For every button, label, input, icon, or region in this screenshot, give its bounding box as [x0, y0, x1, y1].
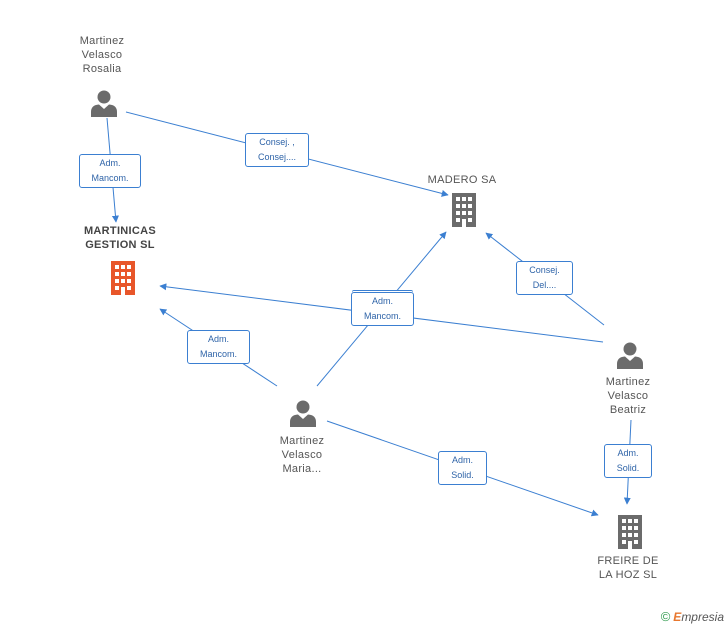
edge-label-line: Del.... — [532, 280, 557, 290]
node-label-line: Maria... — [282, 463, 322, 475]
node-label-madero[interactable]: MADERO SA — [412, 173, 512, 187]
edge-label-rosalia-madero[interactable]: Consej. , Consej.... — [245, 133, 309, 167]
node-label-beatriz[interactable]: Martinez Velasco Beatriz — [580, 375, 676, 417]
node-label-line: GESTION SL — [85, 239, 155, 251]
edge-label-line: Adm. — [99, 158, 121, 168]
building-icon[interactable] — [111, 261, 135, 295]
node-label-line: Velasco — [607, 390, 649, 402]
node-label-martinicas[interactable]: MARTINICAS GESTION SL — [60, 224, 180, 252]
footer-brand: ©Empresia — [661, 609, 724, 624]
node-label-line: Martinez — [279, 435, 325, 447]
edge-label-maria-martinicas[interactable]: Adm. Mancom. — [187, 330, 250, 364]
brand-logo-initial: E — [673, 610, 682, 624]
person-icon[interactable] — [91, 90, 117, 118]
edge-label-line: Adm. — [207, 334, 229, 344]
edge-label-beatriz-freire[interactable]: Adm. Solid. — [604, 444, 652, 478]
edge-label-center-stack[interactable]: Adm. Mancom. — [351, 292, 414, 326]
node-label-line: Martinez — [605, 376, 651, 388]
node-label-line: Beatriz — [609, 404, 647, 416]
edge-label-line: Consej.... — [257, 152, 297, 162]
person-icon[interactable] — [617, 342, 643, 370]
node-label-line: MARTINICAS — [83, 225, 157, 237]
person-icon[interactable] — [290, 400, 316, 428]
edge-label-rosalia-martinicas[interactable]: Adm. Mancom. — [79, 154, 141, 188]
node-label-line: MADERO SA — [427, 174, 497, 186]
edge-label-line: Adm. — [451, 455, 473, 465]
copyright-symbol: © — [660, 609, 671, 624]
edge-label-line: Solid. — [616, 463, 640, 473]
node-label-freire[interactable]: FREIRE DE LA HOZ SL — [578, 554, 678, 582]
node-label-line: FREIRE DE — [597, 555, 659, 567]
node-label-line: LA HOZ SL — [598, 569, 658, 581]
brand-logo-text: mpresia — [681, 610, 724, 624]
node-label-maria[interactable]: Martinez Velasco Maria... — [254, 434, 350, 476]
node-label-line: Velasco — [281, 449, 323, 461]
edge-label-line: Mancom. — [91, 173, 129, 183]
edge-label-beatriz-madero[interactable]: Consej. Del.... — [516, 261, 573, 295]
node-label-rosalia[interactable]: Martinez Velasco Rosalia — [54, 34, 150, 76]
edge-label-line: Adm. — [371, 296, 393, 306]
edge-label-line: Consej. , — [259, 137, 295, 147]
edge-label-maria-freire[interactable]: Adm. Solid. — [438, 451, 487, 485]
edge-label-line: Mancom. — [363, 311, 401, 321]
edge-label-line: Mancom. — [199, 349, 237, 359]
building-icon[interactable] — [618, 515, 642, 549]
node-label-line: Velasco — [81, 49, 123, 61]
edge-label-line: Solid. — [451, 470, 474, 480]
node-label-line: Martinez — [79, 35, 125, 47]
building-icon[interactable] — [452, 193, 476, 227]
edge-label-line: Consej. — [529, 265, 560, 275]
node-label-line: Rosalia — [82, 63, 122, 75]
edge-label-line: Adm. — [617, 448, 639, 458]
